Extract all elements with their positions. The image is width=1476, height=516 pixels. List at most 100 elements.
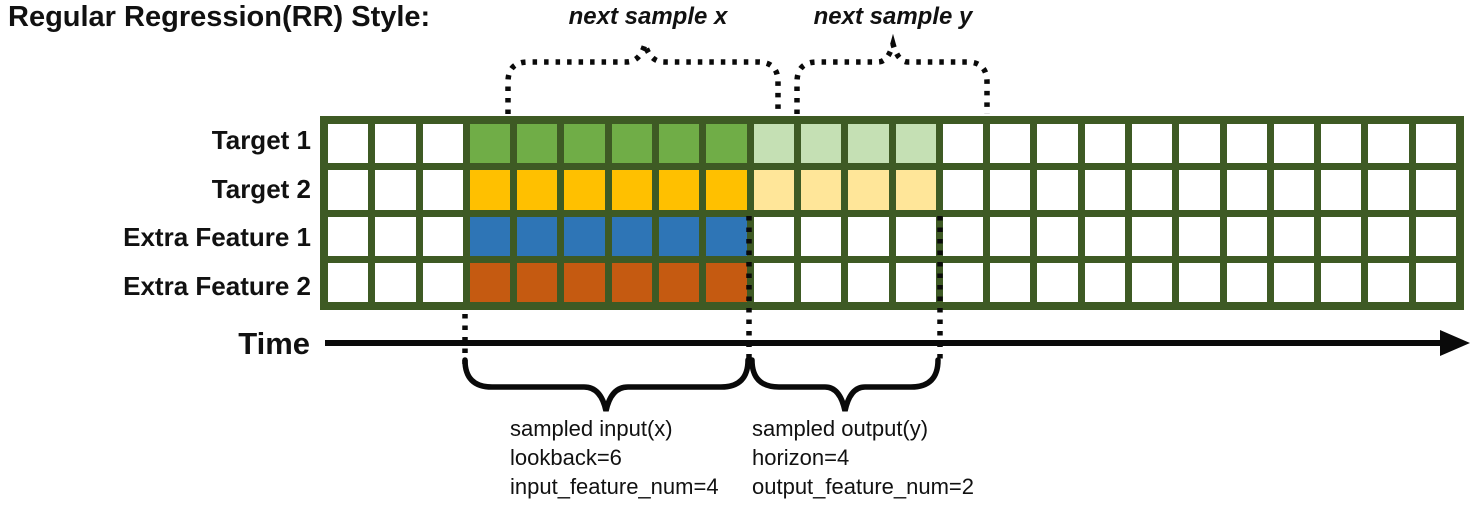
grid-cell: [1084, 216, 1125, 256]
row-labels: Target 1 Target 2 Extra Feature 1 Extra …: [0, 116, 311, 310]
grid-cell: [848, 216, 889, 256]
grid-cell: [1037, 124, 1078, 164]
next-sample-x-label: next sample x: [568, 3, 728, 30]
grid-cell: [1415, 170, 1456, 210]
grid-cell: [990, 262, 1031, 302]
grid-cell: [990, 124, 1031, 164]
grid-cell: [328, 262, 369, 302]
grid-cell: [1084, 124, 1125, 164]
sampled-output-note-line-3: output_feature_num=2: [752, 474, 975, 499]
grid-cell: [1179, 170, 1220, 210]
grid-cell: [1037, 216, 1078, 256]
grid-cell: [1131, 216, 1173, 256]
grid-cell: [1321, 124, 1362, 164]
time-axis-label: Time: [238, 326, 310, 361]
grid-cell: [1131, 124, 1173, 164]
grid-cell: [1321, 262, 1362, 302]
grid-cell: [517, 262, 558, 302]
grid-cell: [469, 262, 511, 302]
row-label-extra-feature-2: Extra Feature 2: [123, 270, 311, 301]
grid-cell: [517, 124, 558, 164]
diagram-title: Regular Regression(RR) Style:: [8, 1, 431, 33]
grid-cell: [659, 262, 700, 302]
grid-cell: [1415, 262, 1456, 302]
grid-cell: [564, 262, 605, 302]
grid-cell: [848, 262, 889, 302]
row-label-target-2: Target 2: [211, 173, 311, 204]
grid-cell: [848, 124, 889, 164]
grid-cell: [611, 216, 653, 256]
grid-cell: [800, 124, 842, 164]
grid-cell: [990, 216, 1031, 256]
grid-cell: [990, 170, 1031, 210]
grid-cell: [422, 124, 463, 164]
grid-cell: [1131, 262, 1173, 302]
timeseries-grid: [320, 116, 1464, 310]
sampled-input-note-line-3: input_feature_num=4: [510, 474, 719, 499]
grid-cell: [328, 124, 369, 164]
grid-cell: [1084, 170, 1125, 210]
grid-cell: [564, 124, 605, 164]
grid-cell: [469, 216, 511, 256]
grid-cell: [706, 124, 747, 164]
grid-cell: [659, 216, 700, 256]
grid-cell: [564, 216, 605, 256]
grid-cell: [942, 262, 984, 302]
grid-cell: [753, 262, 794, 302]
grid-cell: [1226, 170, 1267, 210]
grid-cell: [375, 216, 416, 256]
sampled-input-note-line-1: sampled input(x): [510, 416, 673, 441]
grid-cell: [1084, 262, 1125, 302]
grid-cell: [706, 170, 747, 210]
grid-cell: [1273, 170, 1315, 210]
sampled-output-note-line-1: sampled output(y): [752, 416, 929, 441]
next-sample-x-brace: [505, 33, 781, 114]
grid-cell: [1037, 262, 1078, 302]
grid-cell: [611, 170, 653, 210]
grid-cell: [1321, 170, 1362, 210]
grid-cell: [895, 216, 936, 256]
grid-cell: [1368, 124, 1409, 164]
grid-cell: [706, 216, 747, 256]
grid-cell: [422, 262, 463, 302]
grid-cell: [1226, 124, 1267, 164]
grid-cell: [1179, 262, 1220, 302]
grid-cell: [753, 216, 794, 256]
sampled-input-note-line-2: lookback=6: [510, 445, 622, 470]
grid-cell: [1415, 216, 1456, 256]
grid-cell: [800, 262, 842, 302]
grid-cell: [328, 170, 369, 210]
grid-cell: [659, 170, 700, 210]
grid-cell: [375, 262, 416, 302]
grid-cell: [753, 124, 794, 164]
grid-cell: [942, 170, 984, 210]
grid-cell: [1226, 262, 1267, 302]
grid-cell: [800, 216, 842, 256]
grid-cell: [895, 170, 936, 210]
grid-cell: [611, 124, 653, 164]
grid-cell: [1368, 170, 1409, 210]
grid-cell: [895, 262, 936, 302]
grid-cell: [517, 216, 558, 256]
grid-cell: [375, 124, 416, 164]
grid-cell: [611, 262, 653, 302]
sampled-input-brace: [462, 357, 751, 412]
sampled-output-brace: [749, 357, 941, 412]
grid-cell: [1179, 216, 1220, 256]
grid-cell: [1368, 262, 1409, 302]
grid-cell: [375, 170, 416, 210]
grid-cell: [564, 170, 605, 210]
sampled-output-note: sampled output(y) horizon=4 output_featu…: [752, 414, 974, 501]
grid-cell: [469, 124, 511, 164]
grid-cell: [422, 216, 463, 256]
grid-cell: [800, 170, 842, 210]
grid-cell: [848, 170, 889, 210]
row-label-target-1: Target 1: [211, 125, 311, 156]
next-sample-y-label: next sample y: [813, 3, 973, 30]
grid-cell: [422, 170, 463, 210]
grid-cell: [942, 124, 984, 164]
grid-cell: [517, 170, 558, 210]
grid-cell: [328, 216, 369, 256]
grid-cell: [659, 124, 700, 164]
